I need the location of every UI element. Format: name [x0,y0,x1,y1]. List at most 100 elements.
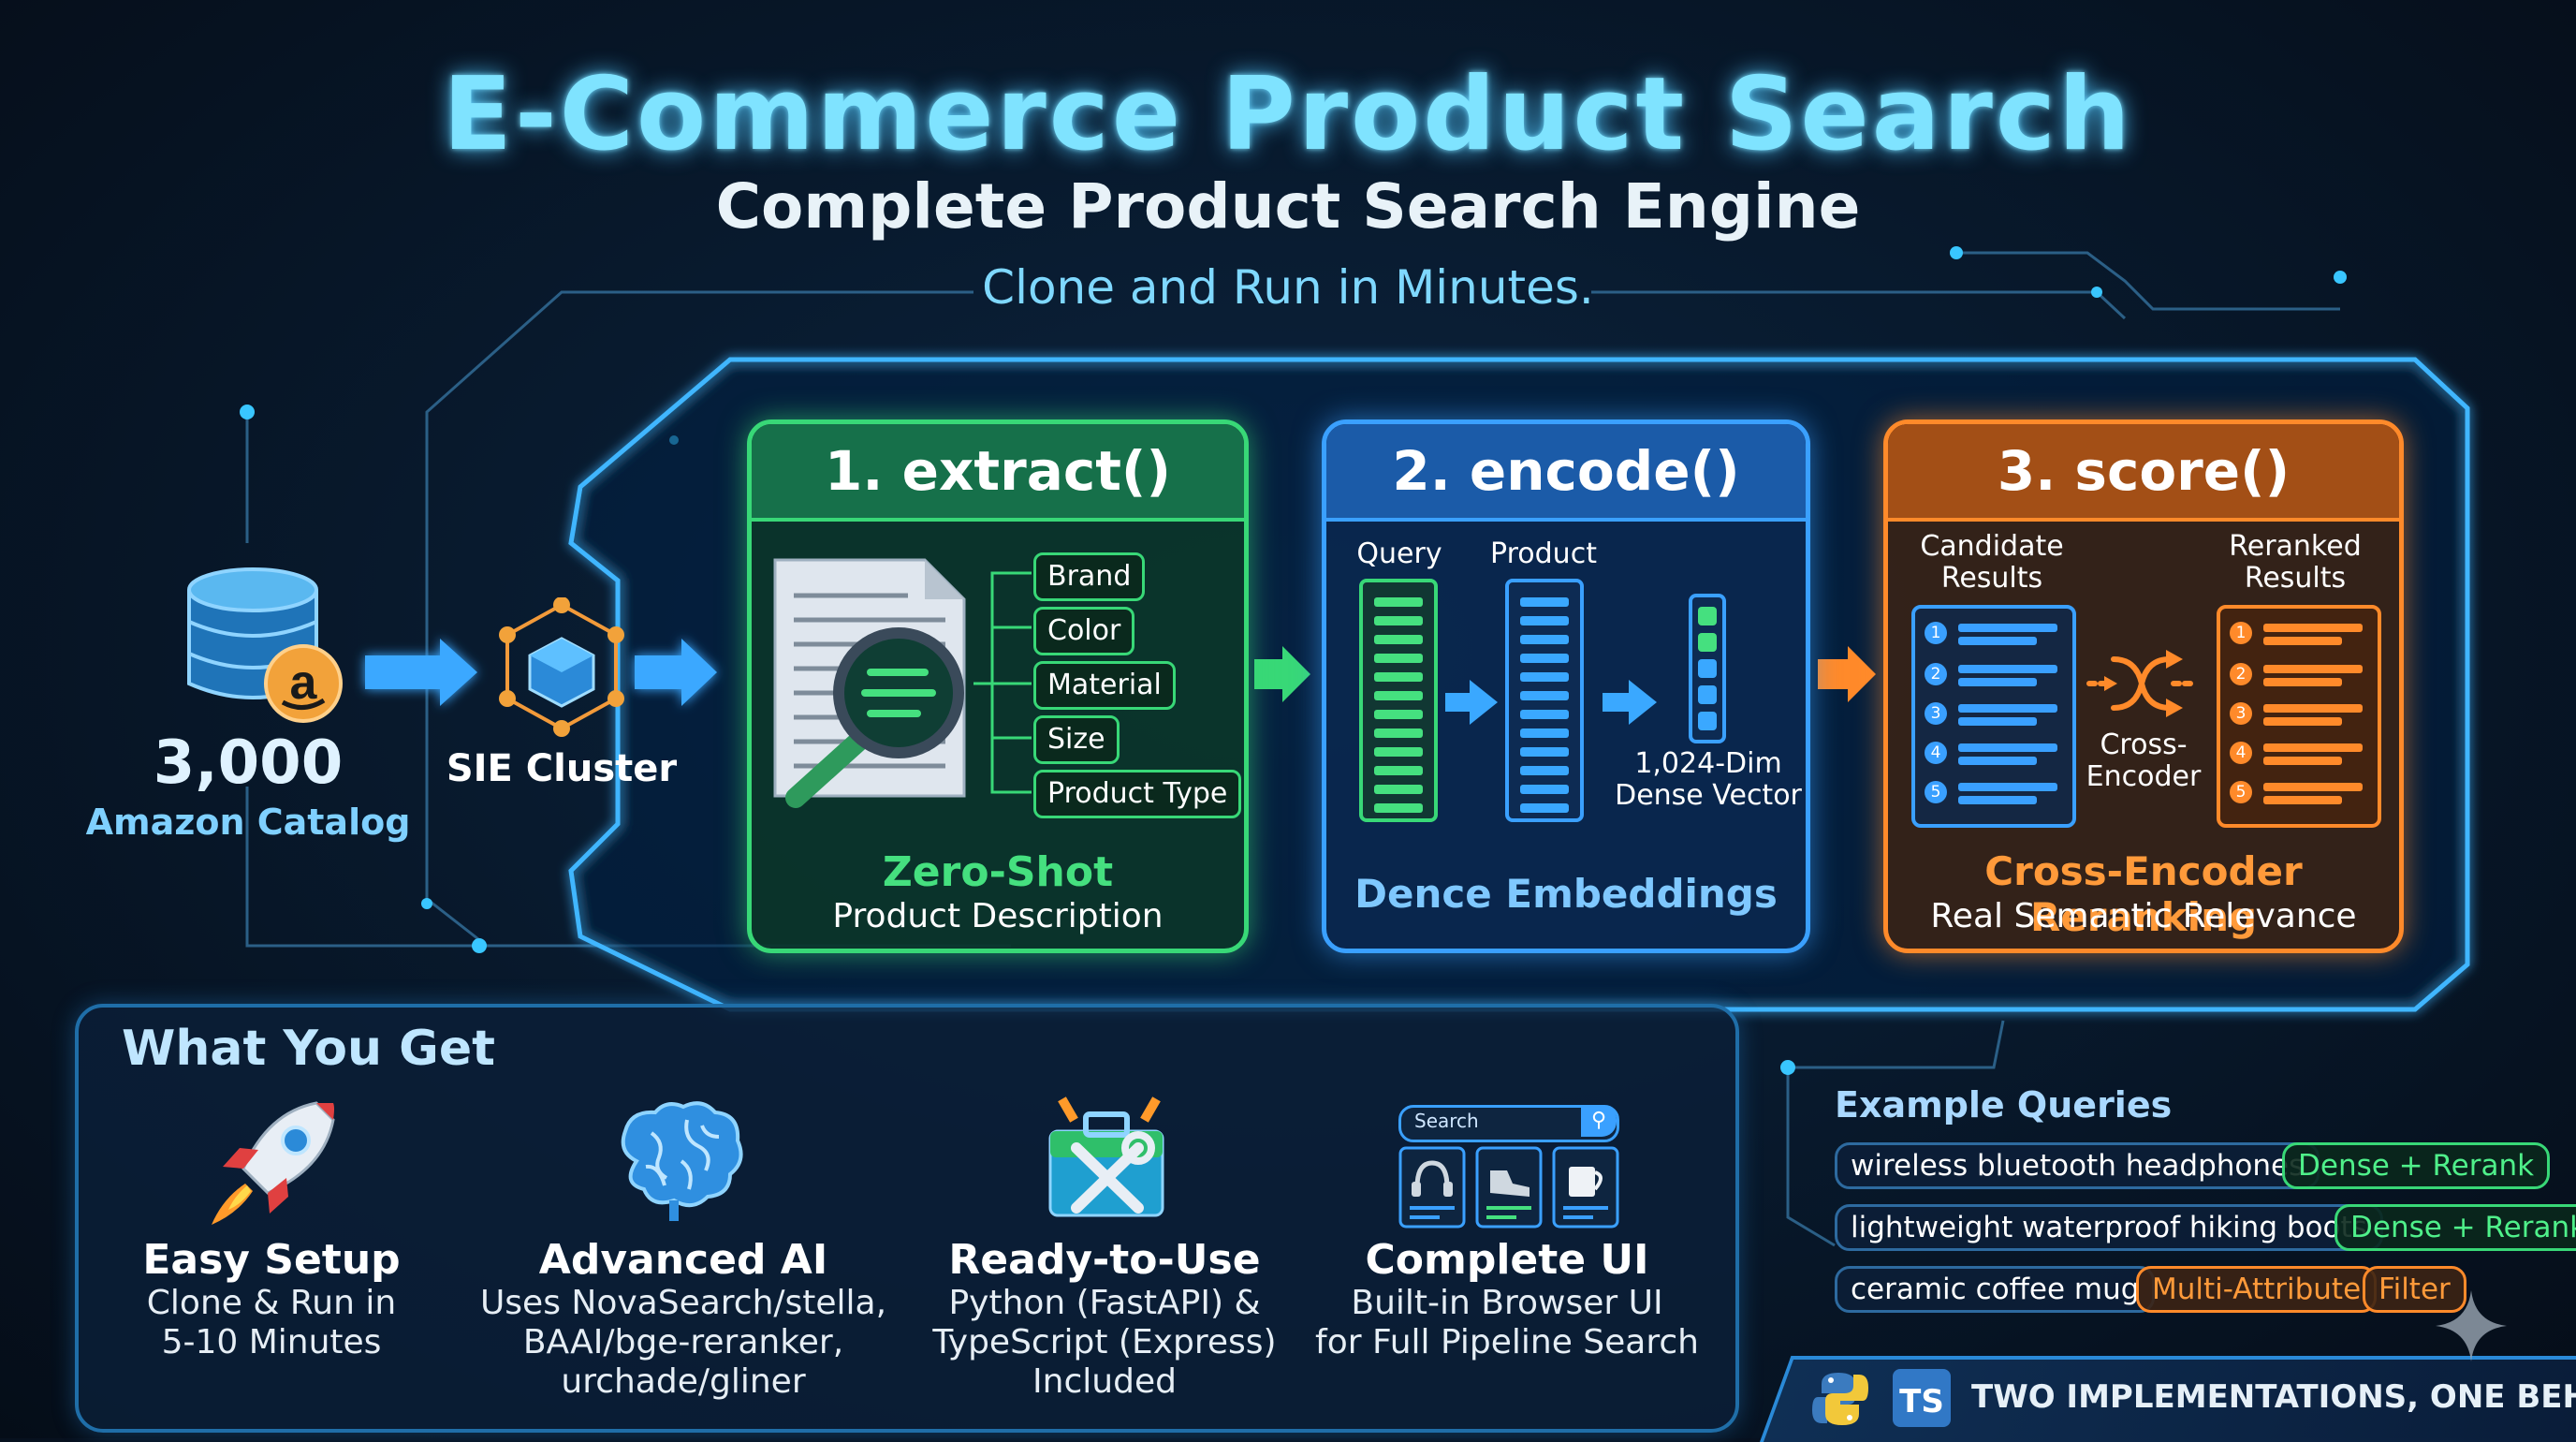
score-title: 3. score() [1888,424,2399,522]
attribute-color: Color [1033,607,1135,655]
typescript-icon: TS [1893,1369,1951,1427]
example-query-1[interactable]: wireless bluetooth headphones [1835,1142,2320,1189]
feature-line: TypeScript (Express) [932,1323,1277,1361]
reranked-rank-4: 4 [2230,742,2252,764]
candidate-rank-5: 5 [1925,781,1947,803]
candidate-bar [1958,796,2037,804]
shuffle-icon [2086,650,2195,717]
feature-line: 5-10 Minutes [161,1323,382,1361]
candidate-bar [1958,624,2057,632]
reranked-bar [2263,757,2342,765]
what-you-get-title: What You Get [122,1021,495,1077]
browser-ui-icon [1398,1146,1619,1229]
cross-encoder-label-1: Cross- [2100,728,2188,761]
mini-search-bar: Search ⚲ [1398,1105,1619,1142]
page-subtitle: Complete Product Search Engine [715,170,1861,243]
svg-text:a: a [290,655,318,710]
candidate-label-1: Candidate [1920,530,2064,563]
rocket-icon [212,1101,335,1225]
candidate-bar [1958,757,2037,765]
score-caption-title: Cross-Encoder Reranking [1984,848,2303,940]
candidate-rank-4: 4 [1925,742,1947,764]
toolbox-icon [1048,1096,1164,1217]
reranked-bar [2263,743,2363,752]
reranked-rank-2: 2 [2230,663,2252,685]
candidate-bar [1958,665,2057,673]
reranked-results-list: 1 2 3 4 5 [2217,605,2381,828]
feature-line: urchade/gliner [561,1362,806,1401]
mini-search-placeholder: Search [1414,1110,1479,1132]
cross-encoder-label-2: Encoder [2086,760,2202,793]
tagline: Clone and Run in Minutes. [982,260,1594,315]
feature-line: Built-in Browser UI [1351,1284,1663,1322]
mini-search-icon: ⚲ [1581,1105,1617,1137]
score-caption-sub: Real Semantic Relevance [1930,897,2357,935]
feature-advanced-ai: Advanced AI Uses NovaSearch/stella, BAAI… [477,1236,889,1402]
feature-line: Clone & Run in [146,1284,397,1322]
feature-ready-to-use: Ready-to-Use Python (FastAPI) & TypeScri… [917,1236,1292,1402]
example-queries-title: Example Queries [1835,1084,2173,1126]
document-magnifier-icon [773,558,966,808]
reranked-bar [2263,783,2363,791]
feature-title: Ready-to-Use [948,1236,1261,1284]
candidate-bar [1958,783,2057,791]
extract-caption-title: Zero-Shot [882,848,1114,896]
candidate-bar [1958,743,2057,752]
query-tag-multi-attribute: Multi-Attribute [2136,1266,2378,1313]
candidate-rank-1: 1 [1925,622,1947,644]
candidate-bar [1958,717,2037,726]
query-tag-dense-rerank: Dense + Rerank [2334,1204,2576,1251]
extract-caption-sub: Product Description [832,897,1164,935]
vector-dim-label: 1,024-Dim [1634,747,1782,780]
candidate-rank-3: 3 [1925,702,1947,725]
feature-complete-ui: Complete UI Built-in Browser UI for Full… [1310,1236,1704,1362]
encode-caption-title: Dence Embeddings [1354,871,1778,917]
query-tag-filter: Filter [2363,1266,2466,1313]
reranked-bar [2263,665,2363,673]
feature-line: Uses NovaSearch/stella, [479,1284,887,1322]
encode-title: 2. encode() [1326,424,1806,522]
database-amazon-icon: a [187,567,343,723]
attribute-size: Size [1033,715,1120,764]
feature-line: Python (FastAPI) & [948,1284,1261,1322]
reranked-bar [2263,678,2342,686]
attribute-product-type: Product Type [1033,770,1242,818]
catalog-label: Amazon Catalog [85,802,411,843]
sparkle-icon [2436,1290,2507,1361]
cluster-label: SIE Cluster [446,747,678,790]
reranked-label-1: Reranked [2229,530,2362,563]
reranked-bar [2263,704,2363,713]
reranked-rank-3: 3 [2230,702,2252,725]
candidate-bar [1958,678,2037,686]
reranked-rank-1: 1 [2230,622,2252,644]
candidate-rank-2: 2 [1925,663,1947,685]
product-label: Product [1490,537,1597,570]
embedding-vectors [1359,579,1726,822]
reranked-rank-5: 5 [2230,781,2252,803]
attribute-material: Material [1033,661,1176,710]
feature-line: for Full Pipeline Search [1315,1323,1699,1361]
catalog-count: 3,000 [153,728,344,798]
candidate-label-2: Results [1940,562,2043,595]
query-label: Query [1356,537,1442,570]
python-icon [1812,1373,1868,1425]
reranked-bar [2263,717,2342,726]
footer-text: TWO IMPLEMENTATIONS, ONE BEHAVIOR [1971,1378,2576,1416]
attribute-connectors [973,571,1032,794]
feature-line: BAAI/bge-reranker, [522,1323,844,1361]
feature-line: Included [1032,1362,1177,1401]
feature-title: Easy Setup [142,1236,401,1284]
attribute-brand: Brand [1033,552,1146,601]
example-query-3[interactable]: ceramic coffee mug [1835,1266,2156,1313]
brain-icon [621,1101,743,1221]
extract-title: 1. extract() [752,424,1244,522]
candidate-bar [1958,637,2037,645]
reranked-bar [2263,624,2363,632]
reranked-bar [2263,637,2342,645]
candidate-bar [1958,704,2057,713]
feature-title: Advanced AI [538,1236,828,1284]
candidate-results-list: 1 2 3 4 5 [1911,605,2076,828]
example-query-2[interactable]: lightweight waterproof hiking boots [1835,1204,2383,1251]
feature-easy-setup: Easy Setup Clone & Run in 5-10 Minutes [103,1236,440,1362]
cluster-cube-icon [499,597,624,737]
